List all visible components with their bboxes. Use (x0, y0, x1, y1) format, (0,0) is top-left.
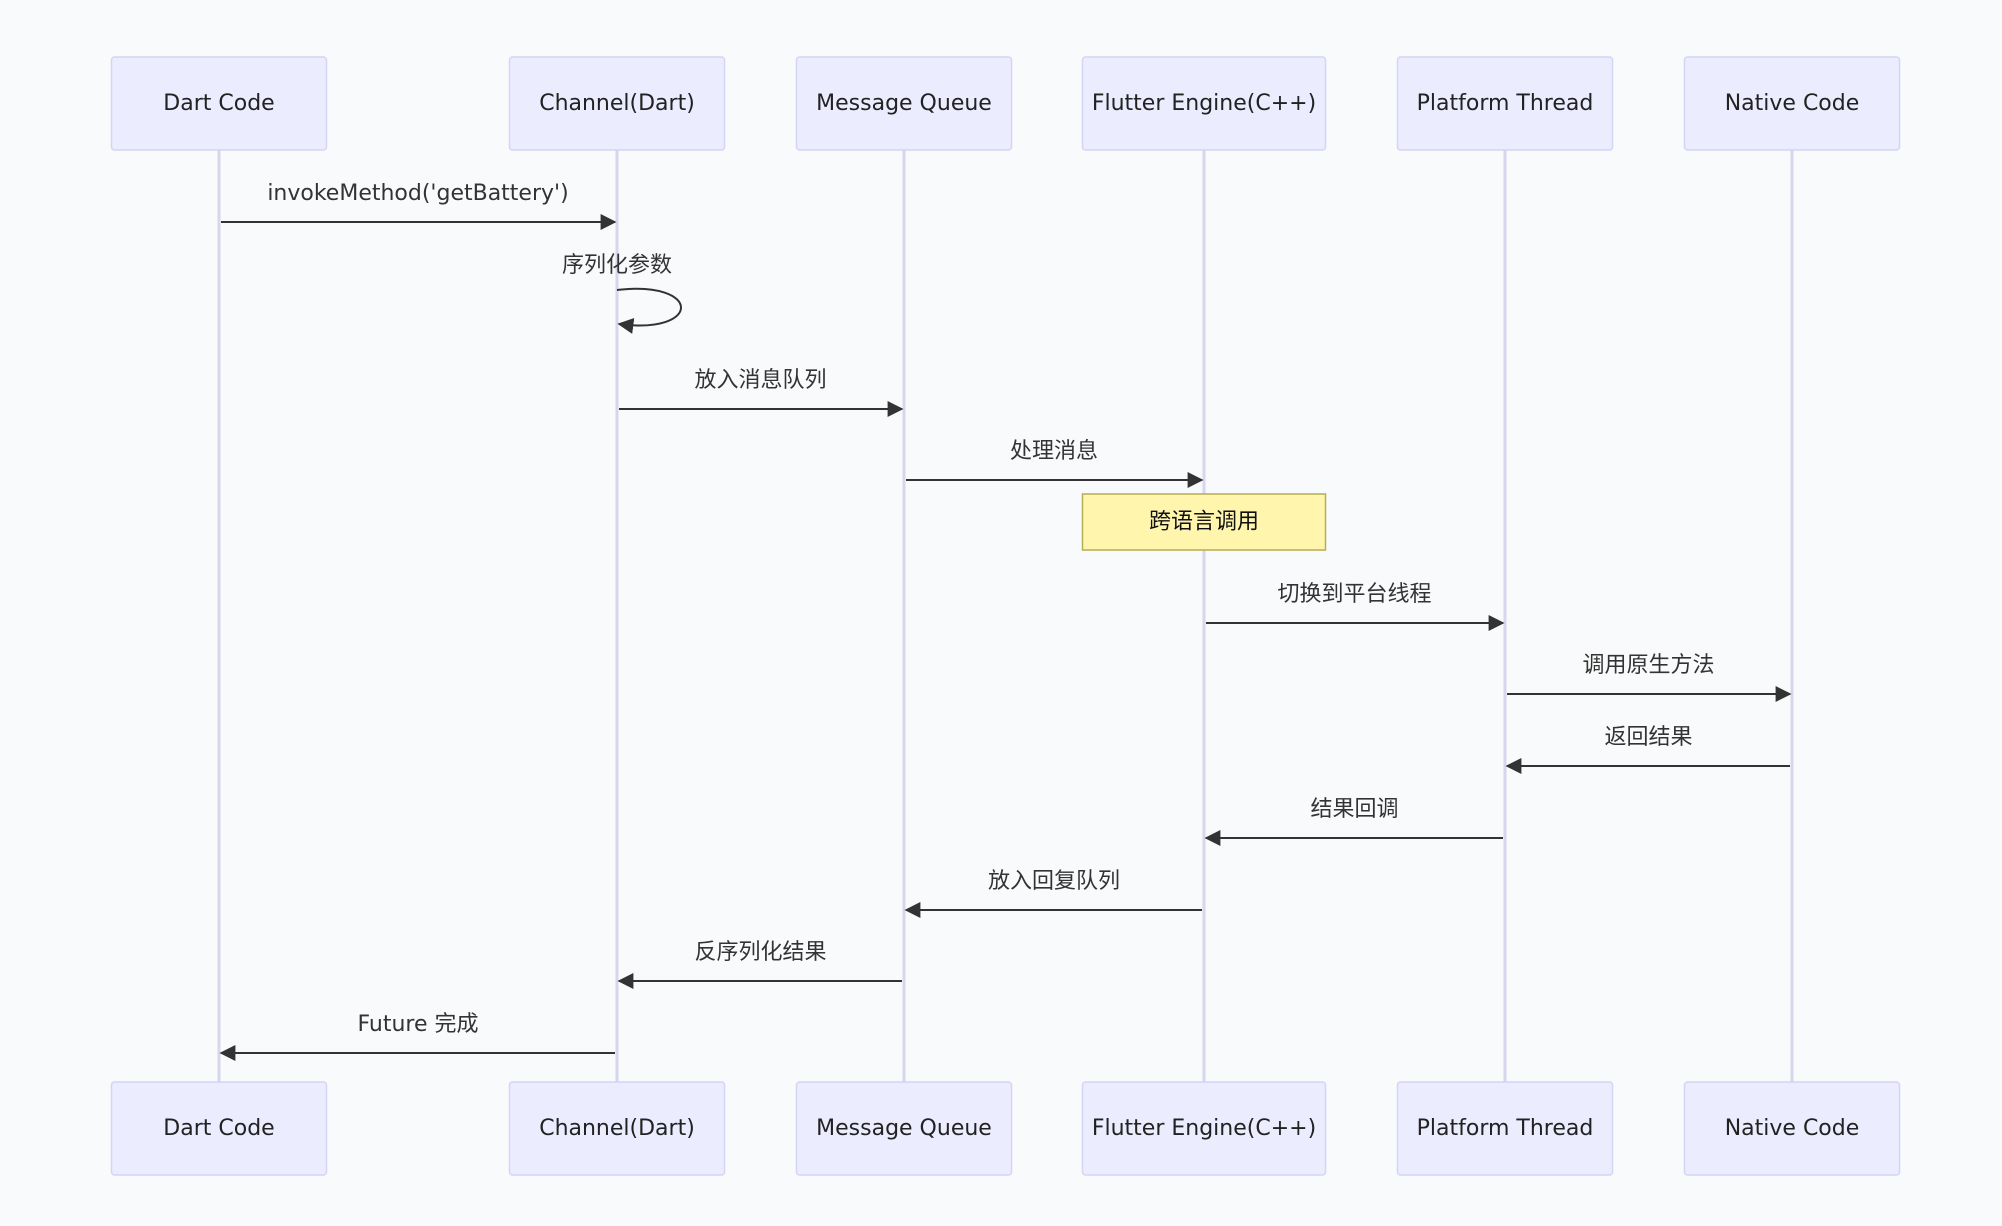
message-label: 放入消息队列 (694, 368, 826, 393)
participant-label: Channel(Dart) (539, 91, 695, 116)
participant-channel-bottom: Channel(Dart) (508, 1081, 726, 1176)
participant-label: Native Code (1725, 1116, 1860, 1141)
message-label: 切换到平台线程 (1277, 582, 1431, 607)
note-box (1081, 493, 1327, 551)
message-7: 返回结果 (1505, 725, 1790, 774)
participant-label: Channel(Dart) (539, 1116, 695, 1141)
participant-label: Dart Code (163, 91, 274, 116)
message-label: 处理消息 (1010, 439, 1098, 464)
message-label: 反序列化结果 (694, 940, 826, 965)
participant-platform-top: Platform Thread (1396, 56, 1614, 151)
participant-label: Message Queue (816, 1116, 992, 1141)
participant-box (1396, 1081, 1614, 1176)
message-10: 反序列化结果 (617, 940, 902, 989)
participant-box (1081, 56, 1327, 151)
message-label: 放入回复队列 (988, 869, 1120, 894)
participant-box (795, 1081, 1013, 1176)
notes: 跨语言调用 (1081, 493, 1327, 551)
message-label: 结果回调 (1310, 797, 1398, 822)
message-11: Future 完成 (219, 1012, 615, 1061)
participant-label: Platform Thread (1417, 1116, 1594, 1141)
message-9: 放入回复队列 (904, 869, 1202, 918)
participant-box (508, 56, 726, 151)
participant-box (1396, 56, 1614, 151)
participant-box (110, 56, 328, 151)
message-3: 放入消息队列 (619, 368, 904, 417)
participant-box (1683, 56, 1901, 151)
lifelines (217, 150, 1794, 1082)
message-label: 序列化参数 (562, 253, 672, 278)
participant-label: Flutter Engine(C++) (1092, 91, 1316, 116)
note-label: 跨语言调用 (1149, 510, 1259, 535)
participant-queue-top: Message Queue (795, 56, 1013, 151)
message-4: 处理消息 (906, 439, 1204, 488)
participant-label: Flutter Engine(C++) (1092, 1116, 1316, 1141)
participant-box (1683, 1081, 1901, 1176)
message-1: invokeMethod('getBattery') (221, 181, 617, 230)
participant-queue-bottom: Message Queue (795, 1081, 1013, 1176)
participant-box (1081, 1081, 1327, 1176)
message-6: 调用原生方法 (1507, 653, 1792, 702)
message-label: 返回结果 (1604, 725, 1692, 750)
participant-label: Message Queue (816, 91, 992, 116)
participant-engine-top: Flutter Engine(C++) (1081, 56, 1327, 151)
message-label: Future 完成 (357, 1012, 478, 1037)
message-8: 结果回调 (1204, 797, 1503, 846)
participant-native-bottom: Native Code (1683, 1081, 1901, 1176)
participant-platform-bottom: Platform Thread (1396, 1081, 1614, 1176)
participant-label: Platform Thread (1417, 91, 1594, 116)
message-2: 序列化参数 (562, 253, 682, 334)
participant-dart-bottom: Dart Code (110, 1081, 328, 1176)
participant-engine-bottom: Flutter Engine(C++) (1081, 1081, 1327, 1176)
self-message-arrow (616, 287, 682, 334)
participant-native-top: Native Code (1683, 56, 1901, 151)
participant-label: Native Code (1725, 91, 1860, 116)
participant-label: Dart Code (163, 1116, 274, 1141)
participant-box (110, 1081, 328, 1176)
message-5: 切换到平台线程 (1206, 582, 1505, 631)
participant-channel-top: Channel(Dart) (508, 56, 726, 151)
message-label: invokeMethod('getBattery') (267, 181, 568, 206)
note-cross-language-call: 跨语言调用 (1081, 493, 1327, 551)
message-label: 调用原生方法 (1582, 653, 1714, 678)
participant-box (508, 1081, 726, 1176)
participant-dart-top: Dart Code (110, 56, 328, 151)
messages: invokeMethod('getBattery') 序列化参数放入消息队列处理消… (219, 181, 1792, 1061)
participant-box (795, 56, 1013, 151)
